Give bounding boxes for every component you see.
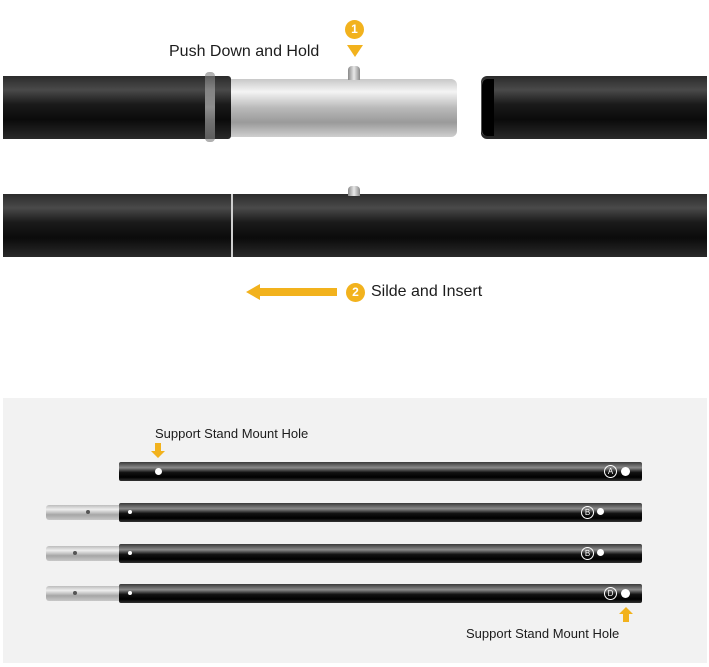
rod-d-silver-tip <box>46 586 120 601</box>
rod-letter-b: B <box>581 547 594 560</box>
mount-hole-label-bottom: Support Stand Mount Hole <box>466 626 620 641</box>
tube-joint-line <box>231 194 233 257</box>
rod-end-hole <box>597 549 604 556</box>
tube-joined-lower <box>3 194 707 257</box>
rod-b2-silver-tip <box>46 546 120 561</box>
rod-b1 <box>119 503 642 522</box>
tube-right-opening <box>481 79 494 136</box>
rod-a <box>119 462 642 481</box>
push-pin-lower <box>348 186 360 196</box>
rod-b2 <box>119 544 642 563</box>
up-arrow-icon <box>619 607 633 622</box>
rod-d <box>119 584 642 603</box>
left-arrow-icon <box>246 284 337 300</box>
rod-tip-hole <box>86 510 90 514</box>
mount-hole <box>155 468 162 475</box>
rod-hole <box>128 510 132 514</box>
tube-right-upper <box>481 76 707 139</box>
push-pin <box>348 66 360 80</box>
down-arrow-icon <box>347 45 363 57</box>
assembly-diagram-top: 1 Push Down and Hold 2 Silde and Insert <box>0 0 709 320</box>
rod-tip-hole <box>73 551 77 555</box>
step-1-badge: 1 <box>345 20 364 39</box>
rod-end-hole <box>597 508 604 515</box>
down-arrow-icon <box>151 443 165 458</box>
rod-letter-b: B <box>581 506 594 519</box>
rod-hole <box>128 551 132 555</box>
silver-inner-tube <box>231 79 457 137</box>
rod-letter-d: D <box>604 587 617 600</box>
step-1-label: Push Down and Hold <box>169 43 320 60</box>
tube-left-end-ring <box>205 72 215 142</box>
rod-set-panel <box>3 398 707 663</box>
tube-left-upper <box>3 76 231 139</box>
rod-b1-silver-tip <box>46 505 120 520</box>
rod-letter-a: A <box>604 465 617 478</box>
rod-end-hole <box>621 467 630 476</box>
rod-tip-hole <box>73 591 77 595</box>
step-2-badge: 2 <box>346 283 365 302</box>
mount-hole <box>621 589 630 598</box>
mount-hole-label-top: Support Stand Mount Hole <box>155 426 309 441</box>
rod-hole <box>128 591 132 595</box>
step-2-label: Silde and Insert <box>371 283 483 300</box>
